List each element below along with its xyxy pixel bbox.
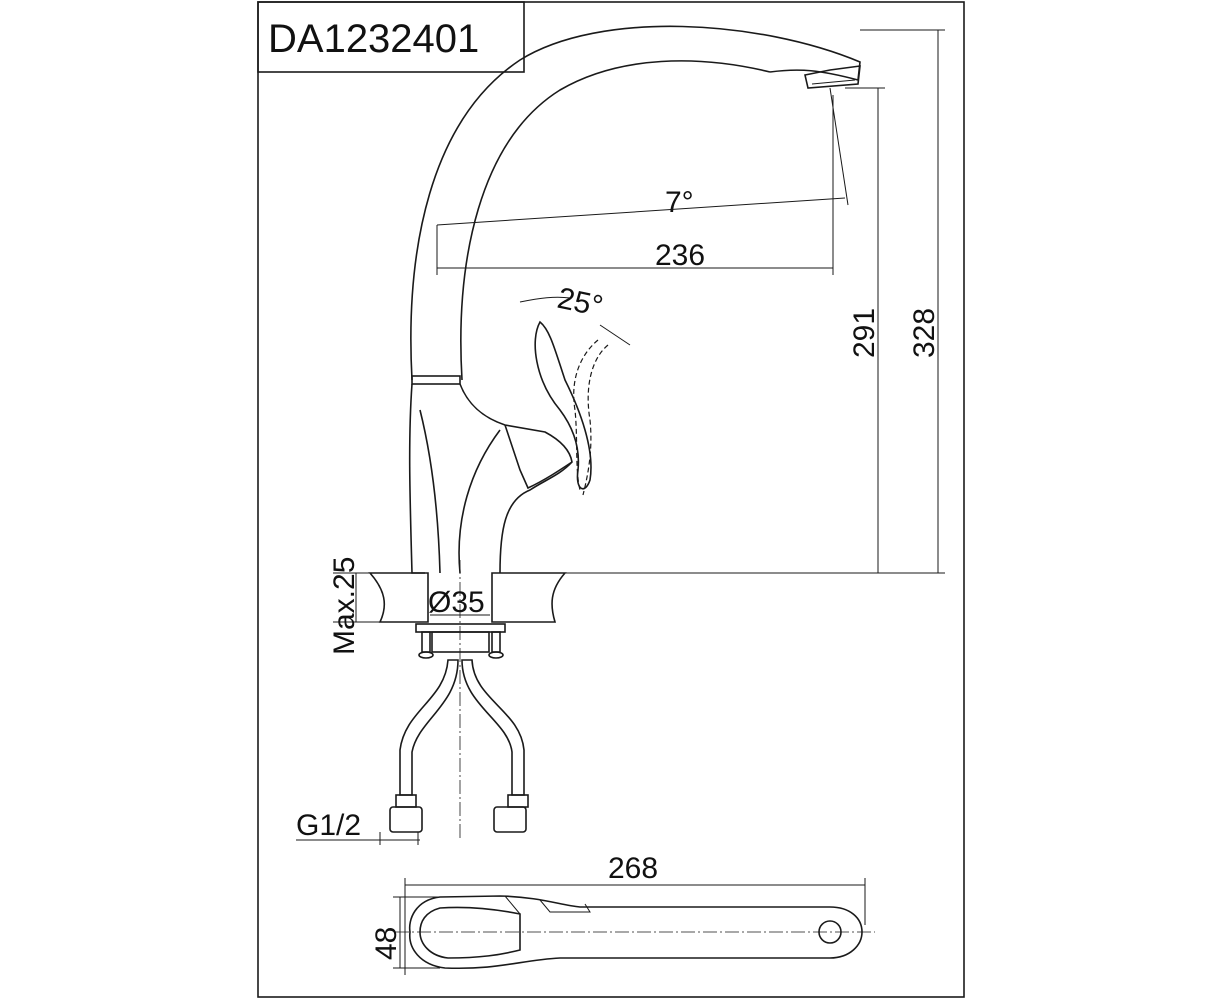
- title-box: [257, 1, 525, 73]
- countertop-section: [333, 560, 567, 840]
- max-thickness-label: Max.25: [328, 557, 361, 655]
- thread-label: G1/2: [296, 809, 361, 842]
- handle-angle-label: 25°: [555, 282, 606, 324]
- model-number: DA1232401: [268, 17, 479, 61]
- spout-reach-label: 236: [655, 239, 705, 272]
- total-height-label: 328: [908, 308, 941, 358]
- drawing-frame: [257, 1, 965, 998]
- spout: [410, 25, 861, 385]
- supply-hoses: [389, 659, 529, 833]
- mounting-hardware: [415, 623, 506, 659]
- faucet-body: [408, 320, 609, 574]
- spout-angle-label: 7°: [665, 186, 694, 219]
- top-view: [395, 895, 875, 970]
- hole-diameter-label: Ø35: [428, 586, 485, 619]
- total-length-label: 268: [608, 852, 658, 885]
- spout-height-label: 291: [848, 308, 881, 358]
